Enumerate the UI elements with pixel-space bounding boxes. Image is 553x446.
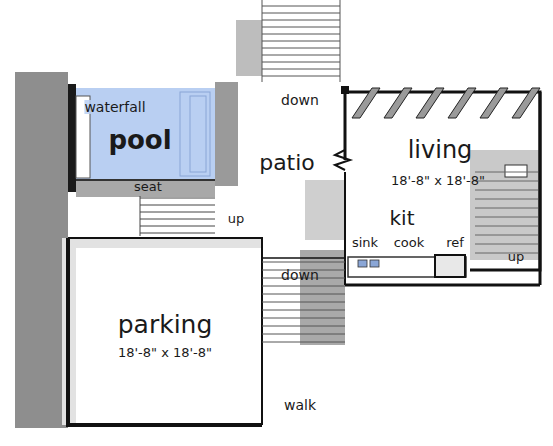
pergola-beam (512, 88, 540, 118)
plan-label: kit (390, 208, 415, 228)
stair-tread (262, 286, 345, 287)
stair-edge (340, 0, 341, 82)
pool-water (76, 88, 215, 180)
plan-label: down (281, 93, 319, 107)
stair-tread (262, 326, 345, 327)
stair-tread (262, 342, 345, 343)
stair-tread (262, 34, 340, 35)
stair-tread (262, 262, 345, 263)
room-name: parking (118, 312, 213, 337)
parking-floor (76, 248, 262, 425)
plan-label: walk (284, 398, 316, 412)
stair-tread (262, 20, 340, 21)
plan-label: sink (352, 236, 378, 249)
pool-shadow (215, 82, 238, 186)
stair-shadow (236, 20, 262, 76)
stair-tread (262, 48, 340, 49)
stair-tread (475, 226, 538, 227)
room-name: pool (108, 127, 171, 153)
pergola-beam (352, 88, 380, 118)
pergola-beam (384, 88, 412, 118)
stair-edge (262, 0, 263, 82)
stair-tread (475, 253, 538, 254)
seat-shadow (76, 180, 215, 197)
fireplace (505, 165, 527, 177)
parking-area: parking 18'-8" x 18'-8" (68, 238, 262, 425)
waterfall-wall (68, 84, 76, 192)
stair-tread (475, 208, 538, 209)
stair-tread (262, 62, 340, 63)
living-wall (345, 92, 540, 270)
plan-label: down (281, 268, 319, 282)
stair-tread (475, 199, 538, 200)
pool-steps (180, 92, 210, 176)
stair-tread (475, 244, 538, 245)
parking-wall (68, 238, 262, 425)
sink-symbol (358, 260, 367, 267)
room-dimension: 18'-8" x 18'-8" (118, 346, 212, 359)
fridge (435, 255, 465, 277)
stair-tread (475, 235, 538, 236)
stair-tread (475, 190, 538, 191)
stair-tread (475, 217, 538, 218)
stair-tread (140, 233, 215, 234)
pergola-beam (480, 88, 508, 118)
stair-tread (262, 55, 340, 56)
plan-label: patio (259, 152, 315, 174)
stair-tread (262, 310, 345, 311)
door (335, 92, 350, 170)
stair-tread (262, 76, 340, 77)
living-wall (344, 172, 346, 285)
plan-label: up (228, 212, 245, 225)
stair-shadow (300, 250, 345, 345)
stair-tread (262, 13, 340, 14)
stair-shadow (470, 150, 540, 260)
stair-tread (262, 302, 345, 303)
stair-tread (262, 69, 340, 70)
room-name: living (408, 138, 473, 162)
plan-label: cook (394, 236, 425, 249)
room-dimension: 18'-8" x 18'-8" (391, 174, 485, 187)
rail (262, 257, 345, 259)
sink-symbol (370, 260, 379, 267)
stair-tread (262, 334, 345, 335)
parking-wall (68, 238, 262, 425)
stair-tread (140, 212, 215, 213)
parking-shadow (62, 238, 262, 425)
stair-edge (140, 196, 141, 236)
stair-tread (140, 205, 215, 206)
stair-tread (262, 27, 340, 28)
stair-tread (140, 198, 215, 199)
post (341, 86, 349, 94)
stair-tread (140, 226, 215, 227)
stair-tread (475, 172, 538, 173)
stair-tread (262, 318, 345, 319)
plan-label: up (508, 250, 525, 263)
plan-label: waterfall (84, 100, 145, 114)
stair-tread (262, 6, 340, 7)
stair-tread (262, 41, 340, 42)
patio-shadow (305, 180, 345, 240)
stair-tread (262, 294, 345, 295)
plan-label: ref (446, 236, 464, 249)
living-wall (345, 284, 540, 287)
stair-tread (140, 219, 215, 220)
pool-steps (190, 96, 206, 172)
wall-shadow (15, 72, 68, 428)
living-wall (539, 92, 542, 285)
pergola-beam (416, 88, 444, 118)
plan-label: seat (134, 180, 162, 193)
pergola-beam (448, 88, 476, 118)
